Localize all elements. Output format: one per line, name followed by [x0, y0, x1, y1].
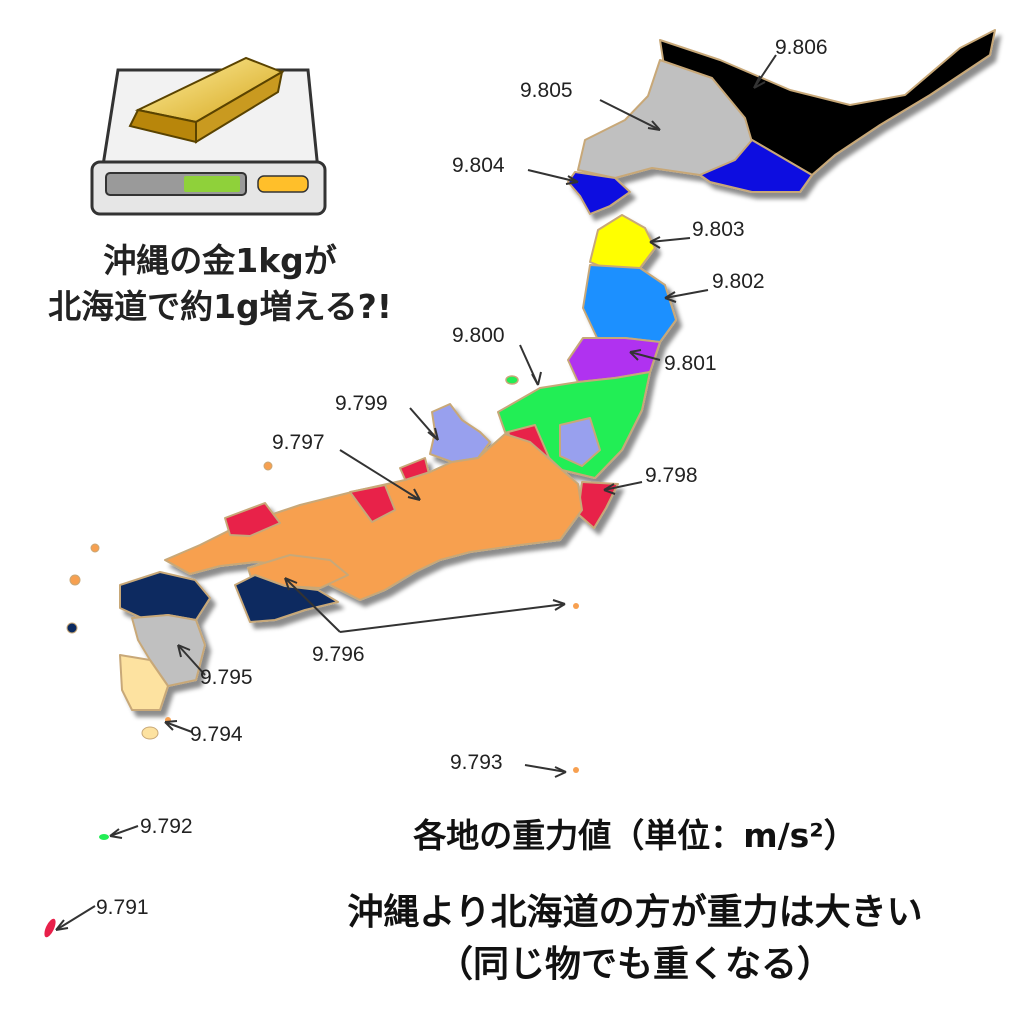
label-9796: 9.796	[312, 643, 365, 666]
label-9797: 9.797	[272, 431, 325, 454]
small-islands	[44, 375, 579, 938]
label-9802: 9.802	[712, 270, 765, 293]
headline-line1: 沖縄の金1kgが	[103, 241, 337, 280]
gravity-value-labels: 9.806 9.805 9.804 9.803 9.802 9.801 9.80…	[96, 36, 828, 919]
kyushu-region	[119, 571, 211, 711]
caption-line2: （同じ物でも重くなる）	[436, 944, 833, 985]
label-9801: 9.801	[664, 352, 717, 375]
kyushu-gray-area	[131, 614, 206, 687]
label-9804: 9.804	[452, 154, 505, 177]
kagoshima-beige-area	[119, 654, 169, 711]
gold-scale-illustration	[90, 56, 327, 216]
aomori-yellow-area	[589, 214, 656, 271]
gold-bar-icon	[128, 56, 285, 144]
shikoku-navy-area	[234, 574, 339, 623]
hyogo-red-area	[349, 484, 396, 523]
label-9799: 9.799	[335, 392, 388, 415]
shimane-red-area	[224, 502, 281, 537]
label-9800: 9.800	[452, 324, 505, 347]
central-orange-region	[164, 433, 583, 623]
leader-arrows	[55, 54, 777, 931]
fukushima-lavender-area	[559, 417, 601, 467]
hokkaido-region	[567, 29, 996, 215]
label-9805: 9.805	[520, 79, 573, 102]
label-9806: 9.806	[775, 36, 828, 59]
ishikawa-toyama-lavender-area	[429, 403, 491, 463]
caption-line1: 沖縄より北海道の方が重力は大きい	[347, 892, 923, 933]
hokkaido-gray-area	[577, 59, 753, 179]
iwate-akita-skyblue-area	[582, 264, 677, 343]
label-9795: 9.795	[200, 666, 253, 689]
caption-title: 各地の重力値（単位：m/s²）	[413, 816, 857, 855]
label-9798: 9.798	[645, 464, 698, 487]
label-9793: 9.793	[450, 751, 503, 774]
label-9792: 9.792	[140, 815, 193, 838]
hokkaido-southwest-blue-area	[567, 171, 631, 215]
kyushu-navy-area	[119, 571, 211, 621]
label-9791: 9.791	[96, 896, 149, 919]
hokkaido-blue-area	[699, 139, 813, 193]
headline-line2: 北海道で約1g増える?!	[48, 287, 392, 326]
label-9803: 9.803	[692, 218, 745, 241]
headline: 沖縄の金1kgが 北海道で約1g増える?!	[0, 238, 440, 330]
okinawa-green-island	[99, 834, 109, 840]
label-9794: 9.794	[190, 723, 243, 746]
tohoku-region	[497, 214, 677, 479]
okinawa-red-island	[44, 918, 56, 938]
